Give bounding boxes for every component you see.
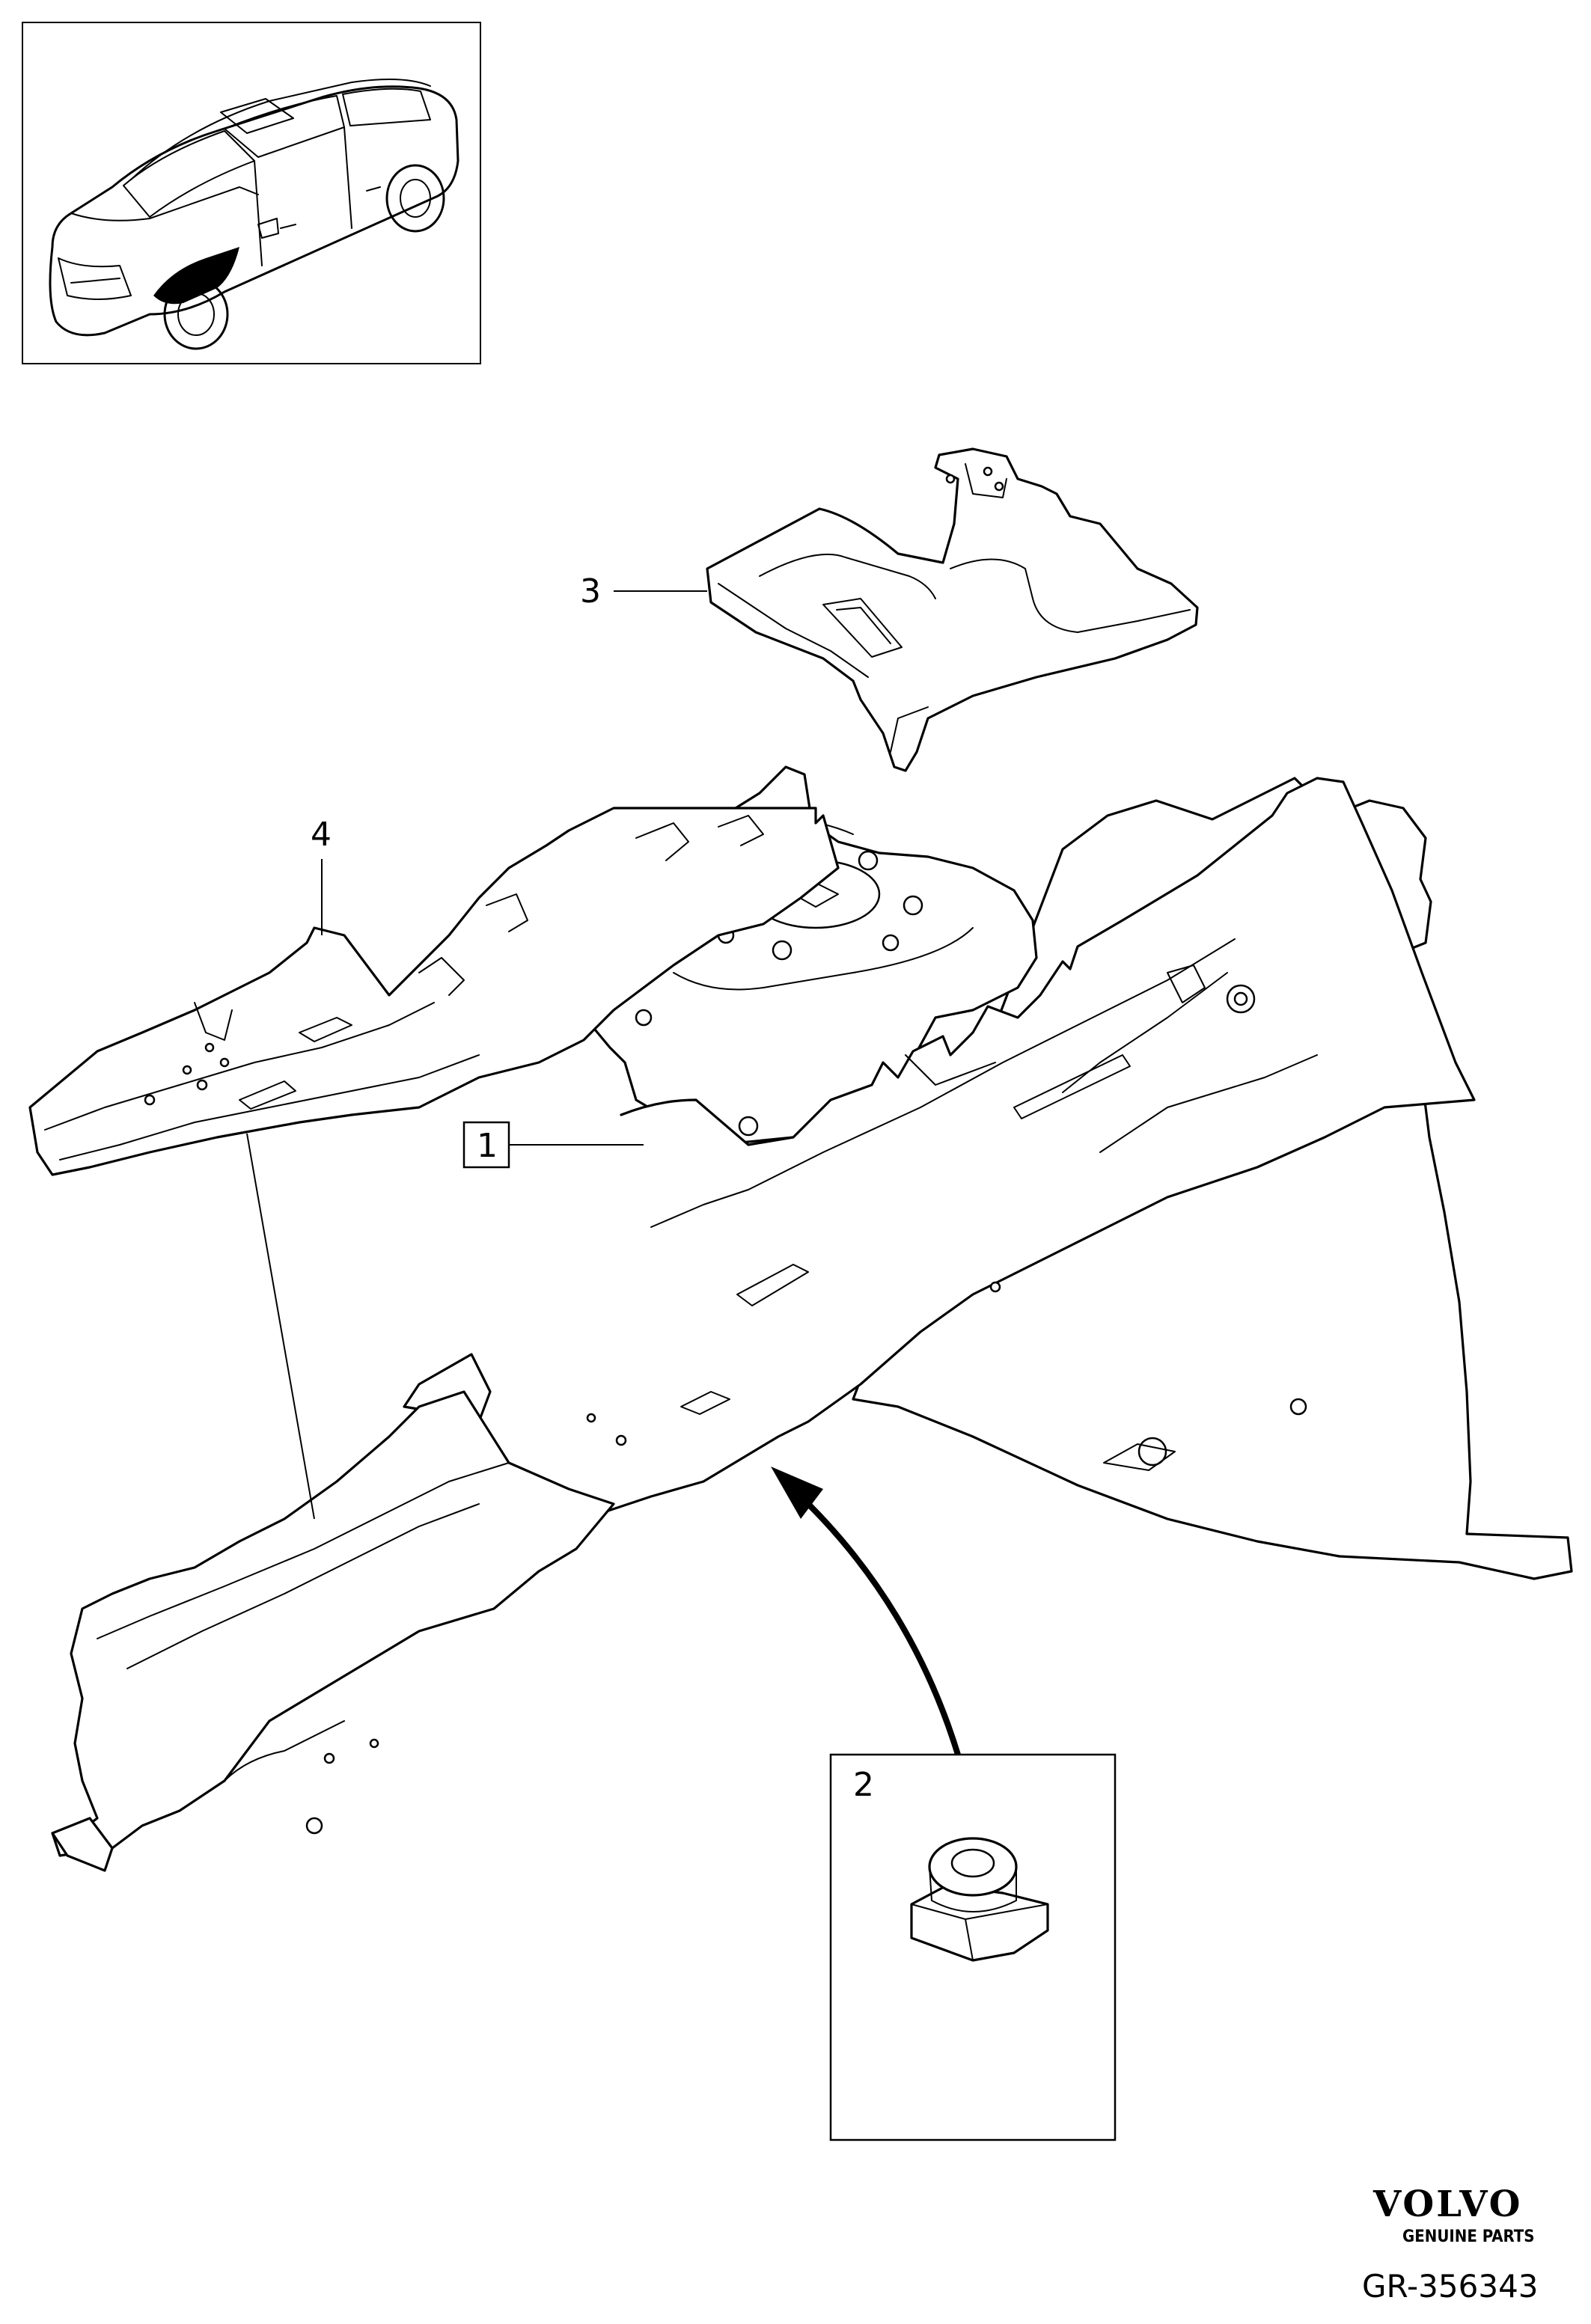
inset-frame: [22, 22, 481, 364]
brand-logo: VOLVO: [1372, 2183, 1522, 2225]
callout-4: 4: [311, 816, 332, 854]
highlight-area: [153, 247, 239, 305]
vehicle-location-inset: [22, 22, 481, 364]
part-2-detail-box: [829, 1753, 1117, 2141]
location-arrow: [771, 1467, 961, 1756]
reference-number: GR-356343: [1362, 2268, 1539, 2305]
nut-icon: [910, 1837, 1049, 1962]
leader-4-b: [246, 1133, 315, 1520]
brand-tagline: GENUINE PARTS: [1402, 2227, 1535, 2246]
part-3-cover: [706, 447, 1199, 772]
part-4-reinforcement: [28, 807, 840, 1176]
callout-2: 2: [853, 1766, 874, 1804]
callout-1-box: [462, 1121, 510, 1169]
callout-3: 3: [580, 572, 601, 611]
car-icon: [49, 79, 459, 350]
callout-1: 1: [477, 1127, 498, 1165]
part-1-inner-wheelhouse: [51, 765, 1573, 1872]
